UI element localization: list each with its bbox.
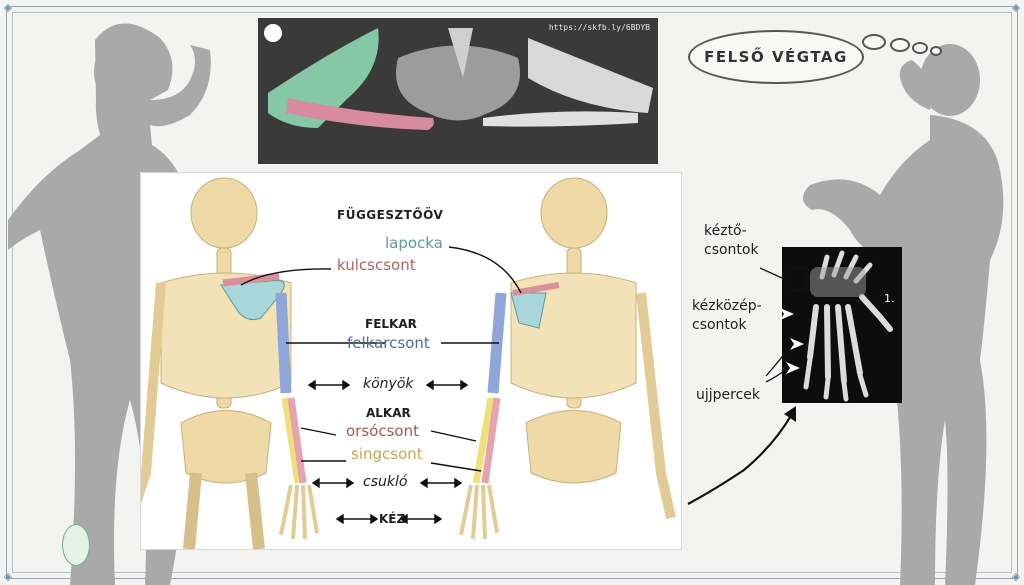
label-shoulder-girdle: FÜGGESZTŐÖV — [337, 208, 444, 222]
xray-pointers — [760, 267, 809, 383]
thought-bubble-dot — [862, 34, 886, 50]
carpal-region — [810, 267, 866, 297]
vertebra-3d — [448, 28, 473, 78]
thought-bubble-dot — [890, 38, 910, 52]
corner-ornament-icon: ◈ — [3, 570, 13, 583]
clavicle-3d — [286, 98, 434, 130]
double-arrows — [307, 379, 469, 525]
thumb-marker: 1. — [884, 292, 895, 305]
3d-bones-render — [268, 28, 653, 130]
label-carpals: kéztő- csontok — [704, 223, 759, 258]
leader-lines — [240, 246, 522, 472]
page-title: FELSŐ VÉGTAG — [688, 30, 864, 84]
label-metacarpals: kézközép- csontok — [692, 298, 762, 333]
label-phalanges: ujjpercek — [696, 387, 761, 403]
back-skeleton — [459, 177, 676, 540]
label-upper-arm: FELKAR — [365, 317, 417, 331]
sketchfab-url[interactable]: https://skfb.ly/6BDYB — [548, 23, 650, 32]
label-scapula: lapocka — [385, 234, 443, 252]
shoulder-girdle-3d-view[interactable]: https://skfb.ly/6BDYB — [258, 18, 658, 164]
label-humerus: felkarcsont — [347, 334, 430, 352]
corner-ornament-icon: ◈ — [3, 1, 13, 14]
thought-bubble-dot — [930, 46, 942, 56]
outer-frame — [6, 6, 1018, 579]
rib-cage-3d — [396, 45, 520, 121]
front-skeleton — [141, 177, 319, 549]
label-radius: orsócsont — [346, 422, 419, 440]
corner-ornament-icon: ◈ — [1011, 1, 1021, 14]
logo-badge-icon — [62, 524, 90, 566]
label-elbow: könyök — [363, 376, 414, 392]
corner-ornament-icon: ◈ — [1011, 570, 1021, 583]
label-clavicle: kulcscsont — [337, 256, 416, 274]
hand-xray[interactable]: 1. — [782, 247, 902, 403]
inner-frame — [12, 12, 1012, 573]
right-clavicle-3d — [483, 111, 638, 127]
sketchfab-logo-icon — [264, 24, 282, 42]
xray-hand-bones — [803, 250, 893, 402]
label-ulna: singcsont — [351, 445, 423, 463]
skeleton-panel: FÜGGESZTŐÖV lapocka kulcscsont FELKAR fe… — [140, 172, 682, 550]
label-forearm: ALKAR — [366, 406, 411, 420]
skeleton-illustrations — [141, 177, 676, 549]
label-hand: KÉZ — [379, 512, 406, 526]
thought-bubble-dot — [912, 42, 928, 54]
label-wrist: csukló — [363, 474, 408, 490]
right-woman-silhouette — [802, 44, 1004, 585]
curved-arrow-icon — [687, 406, 796, 505]
right-scapula-3d — [528, 38, 653, 113]
